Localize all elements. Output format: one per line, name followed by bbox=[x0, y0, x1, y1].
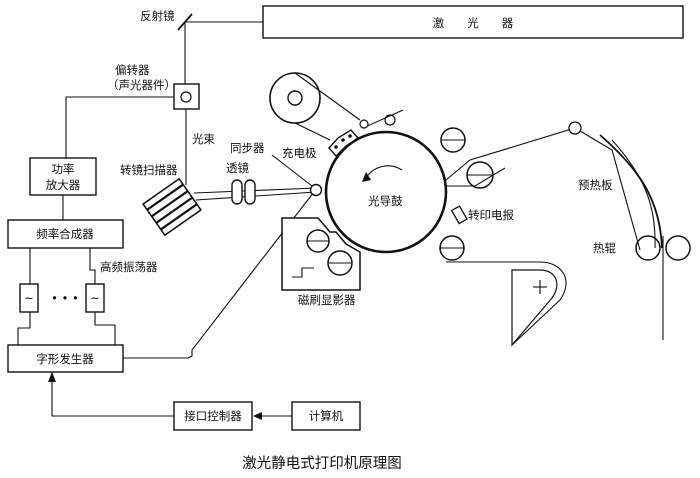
charger-dot bbox=[341, 138, 345, 142]
rotation-arrow-icon bbox=[362, 172, 371, 182]
oscillator-1-symbol: ~ bbox=[24, 291, 34, 305]
charger-label: 充电极 bbox=[282, 146, 317, 160]
blade-roller-icon bbox=[359, 119, 369, 129]
deflector-icon bbox=[180, 91, 192, 103]
deflector-label-2: （声光器件） bbox=[107, 78, 176, 92]
arrow-left-icon bbox=[253, 412, 262, 420]
sync-label: 同步器 bbox=[230, 141, 265, 155]
beam-label: 光束 bbox=[192, 132, 215, 146]
preheat-label: 预热板 bbox=[578, 178, 613, 192]
mirror-label: 反射镜 bbox=[140, 9, 175, 23]
preheat-plate-inner bbox=[611, 139, 656, 249]
paper-path-mid bbox=[446, 167, 506, 187]
supply-roller-hub bbox=[287, 90, 303, 106]
preheat-plate bbox=[599, 134, 663, 249]
hf-osc-label: 高频振荡器 bbox=[100, 260, 158, 274]
diagram-caption: 激光静电式打印机原理图 bbox=[242, 455, 402, 472]
transport-belt bbox=[446, 261, 567, 346]
oscillator-n-symbol: ~ bbox=[90, 291, 100, 305]
deflector-amp-line bbox=[65, 96, 174, 158]
belt-upper bbox=[294, 72, 361, 121]
osc2-chargen-line bbox=[94, 312, 116, 345]
deflector-label-1: 偏转器 bbox=[115, 63, 150, 77]
supply-roller bbox=[269, 72, 321, 124]
computer-label: 计算机 bbox=[309, 409, 344, 423]
laser-box bbox=[262, 5, 684, 39]
osc1-chargen-line bbox=[17, 312, 31, 345]
heat-roller-1 bbox=[635, 235, 661, 261]
developer-label: 磁刷显影器 bbox=[298, 293, 356, 307]
oscillator-1-box bbox=[19, 283, 39, 313]
scan-beam-lower bbox=[195, 191, 317, 201]
laser-label: 激 光 器 bbox=[433, 16, 514, 30]
oscillator-ellipsis: • • • bbox=[51, 291, 79, 305]
drum-rotation-arc bbox=[365, 165, 403, 179]
amplifier-label-2: 放大器 bbox=[46, 178, 81, 192]
tray-icon bbox=[511, 269, 558, 347]
guide-roller-icon bbox=[384, 114, 396, 126]
transfer-label: 转印电报 bbox=[468, 208, 514, 222]
chargen-sync-line bbox=[123, 191, 315, 359]
scanner-label: 转镜扫描器 bbox=[120, 163, 178, 177]
paper-guide-roller bbox=[568, 121, 582, 135]
heat-roller-label: 热辊 bbox=[593, 241, 616, 255]
sync-sensor-icon bbox=[309, 183, 323, 197]
arrow-up-icon bbox=[48, 372, 56, 382]
char-gen-label: 字形发生器 bbox=[36, 352, 94, 366]
freq-synth-label: 频率合成器 bbox=[36, 227, 94, 241]
interface-label: 接口控制器 bbox=[184, 409, 242, 423]
charger-dot bbox=[334, 145, 338, 149]
transfer-electrode-icon bbox=[450, 205, 468, 225]
belt-lower bbox=[294, 122, 331, 141]
photo-drum bbox=[324, 130, 448, 254]
deflector-box bbox=[173, 83, 200, 110]
computer-box bbox=[291, 401, 361, 431]
heat-roller-2 bbox=[665, 235, 691, 261]
freq-synth-box bbox=[7, 219, 124, 249]
blade-line bbox=[362, 109, 404, 129]
interface-box bbox=[173, 401, 253, 431]
developer-step-icon bbox=[292, 267, 314, 278]
charger-dot bbox=[348, 134, 352, 138]
drum-label: 光导鼓 bbox=[368, 194, 403, 208]
synth-osc2-line bbox=[89, 248, 96, 284]
char-gen-box bbox=[7, 344, 124, 373]
lens-label: 透镜 bbox=[226, 161, 249, 175]
interface-chargen-line bbox=[51, 380, 174, 417]
sync-leader bbox=[271, 154, 313, 187]
lens-1-icon bbox=[231, 179, 243, 205]
scanner-icon bbox=[141, 177, 203, 237]
lens-2-icon bbox=[244, 179, 256, 205]
amplifier-label-1: 功率 bbox=[52, 162, 75, 176]
